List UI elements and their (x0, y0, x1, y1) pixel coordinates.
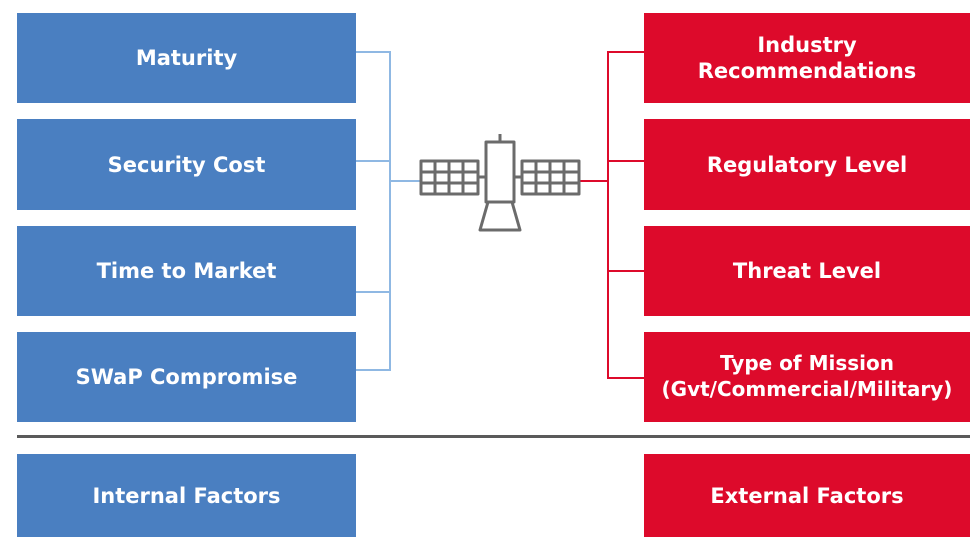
internal-factors-label: Internal Factors (17, 454, 356, 537)
external-factor-regulatory-level: Regulatory Level (644, 119, 970, 210)
internal-factor-swap-compromise: SWaP Compromise (17, 332, 356, 422)
satellite-icon (419, 134, 581, 232)
external-factor-industry-recommendations: Industry Recommendations (644, 13, 970, 103)
internal-connectors (356, 51, 421, 371)
section-divider (17, 435, 970, 438)
external-factor-type-of-mission: Type of Mission (Gvt/Commercial/Military… (644, 332, 970, 422)
external-factor-threat-level: Threat Level (644, 226, 970, 316)
internal-factor-time-to-market: Time to Market (17, 226, 356, 316)
internal-factor-security-cost: Security Cost (17, 119, 356, 210)
internal-factor-maturity: Maturity (17, 13, 356, 103)
external-factors-label: External Factors (644, 454, 970, 537)
external-connectors (578, 51, 644, 379)
